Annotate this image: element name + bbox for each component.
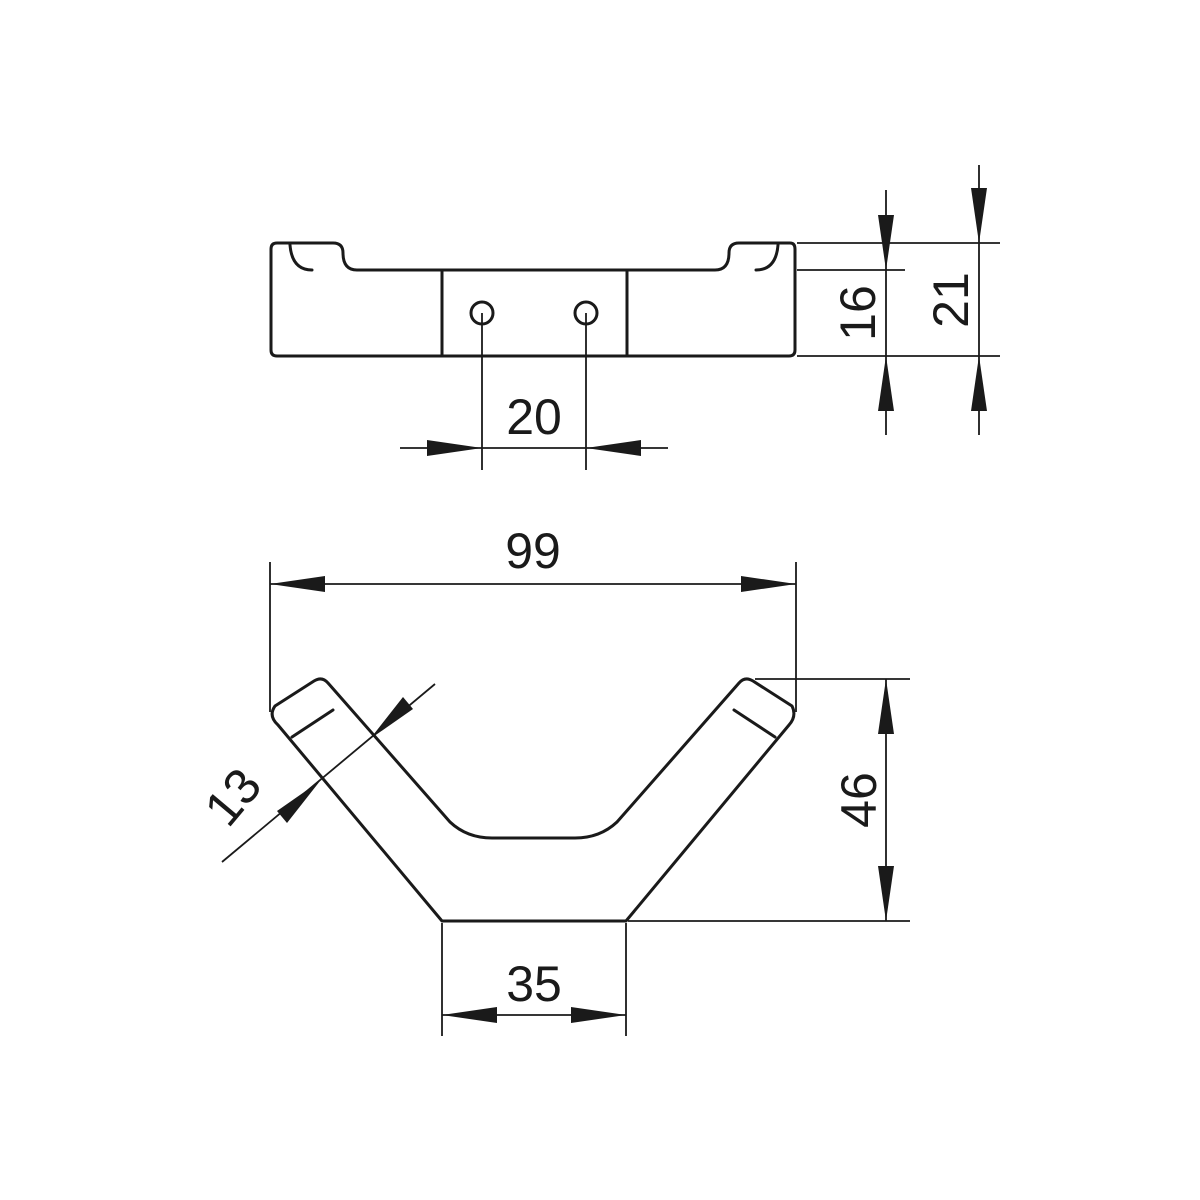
total-height-arrow-bottom: [971, 356, 987, 411]
base-width-arrow-right: [571, 1007, 626, 1023]
depth-arrow-top: [878, 679, 894, 734]
inner-height-label: 16: [830, 285, 886, 341]
hole-spacing-arrow-left: [427, 440, 482, 456]
overall-width-arrow-right: [741, 576, 796, 592]
overall-width-arrow-left: [270, 576, 325, 592]
right-hook-tip-curve: [754, 243, 780, 272]
arm-thickness-arrow-lower: [277, 781, 320, 823]
depth-arrow-bottom: [878, 866, 894, 921]
inner-height-arrow-top: [878, 215, 894, 270]
side-view-outline: [269, 241, 797, 358]
inner-height-arrow-bottom: [878, 356, 894, 411]
depth-label: 46: [831, 772, 887, 828]
base-width-label: 35: [506, 956, 562, 1012]
overall-width-label: 99: [505, 523, 561, 579]
base-width-arrow-left: [442, 1007, 497, 1023]
hole-spacing-arrow-right: [586, 440, 641, 456]
arm-thickness-label: 13: [194, 758, 273, 837]
left-arm-tip-line: [290, 708, 335, 739]
total-height-label: 21: [923, 272, 979, 328]
top-view: 99 13 46 35: [194, 523, 910, 1036]
right-arm-tip-line: [732, 708, 777, 739]
total-height-arrow-top: [971, 188, 987, 243]
arm-thickness-arrow-upper: [370, 697, 413, 739]
hole-spacing-label: 20: [506, 389, 562, 445]
left-hook-tip-curve: [288, 243, 314, 272]
side-view: 20 16 21: [269, 165, 1000, 470]
hook-outline: [270, 677, 796, 923]
